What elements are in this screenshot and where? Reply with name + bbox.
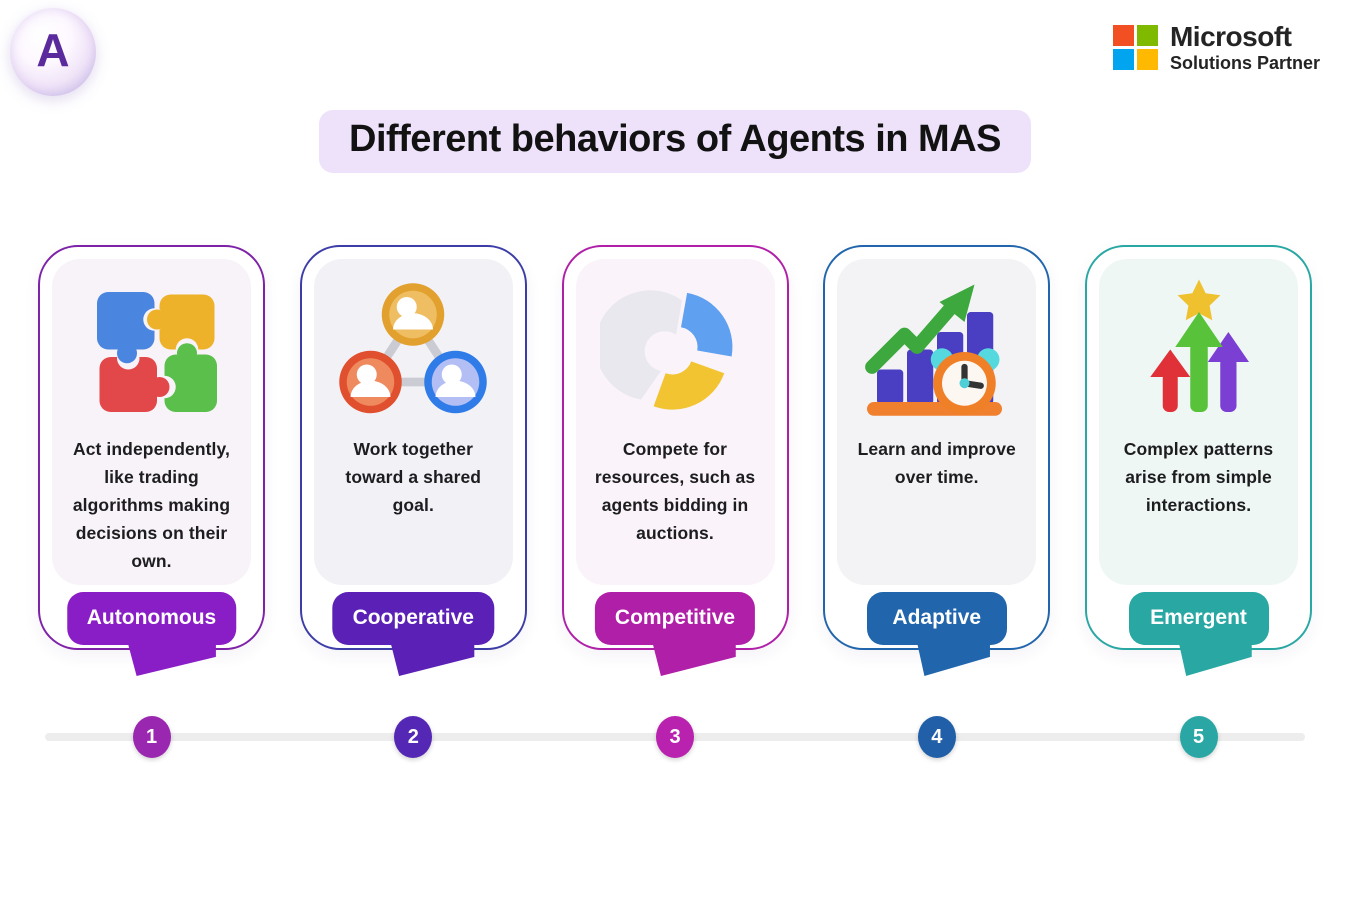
behavior-cards-row: Act independently, like trading algorith… [38,245,1312,650]
step-badge-5: 5 [1179,716,1218,758]
card-cooperative: Work together toward a shared goal. Coop… [299,245,527,650]
step-badge-3: 3 [656,716,694,758]
card-competitive: Compete for resources, such as agents bi… [561,245,789,650]
solutions-partner-label: Solutions Partner [1169,52,1320,73]
page-title: Different behaviors of Agents in MAS [319,110,1031,173]
card-autonomous: Act independently, like trading algorith… [38,245,265,650]
card-label-autonomous: Autonomous [66,592,237,645]
card-panel: Learn and improve over time. [837,259,1037,585]
card-description: Work together toward a shared goal. [345,439,482,515]
growth-chart-clock-icon [837,259,1036,431]
card-frame: Learn and improve over time. Adaptive [823,245,1051,650]
card-frame: Complex patterns arise from simple inter… [1085,245,1312,650]
card-label-emergent: Emergent [1128,592,1269,645]
card-panel: Act independently, like trading algorith… [52,259,251,585]
donut-chart-icon [576,259,775,431]
microsoft-partner-logo: Microsoft Solutions Partner [1112,21,1320,74]
card-emergent: Complex patterns arise from simple inter… [1085,245,1312,650]
step-badge-1: 1 [132,716,171,758]
company-bubble-logo: A [10,8,96,96]
card-frame: Compete for resources, such as agents bi… [561,245,789,650]
puzzle-icon [52,259,251,431]
card-description: Act independently, like trading algorith… [72,439,231,571]
card-description: Compete for resources, such as agents bi… [594,439,756,543]
step-badge-4: 4 [917,716,956,758]
ms-square [1112,49,1134,71]
logo-letter: A [36,24,70,76]
ms-square [1136,25,1158,47]
step-badge-2: 2 [394,716,433,758]
ms-square [1112,25,1134,47]
timeline-steps: 1 2 3 4 5 [38,716,1312,758]
card-adaptive: Learn and improve over time. Adaptive [823,245,1051,650]
card-panel: Complex patterns arise from simple inter… [1099,259,1298,585]
microsoft-squares-icon [1112,25,1158,71]
card-label-adaptive: Adaptive [866,592,1007,645]
card-description: Complex patterns arise from simple inter… [1123,439,1274,515]
team-network-icon [314,259,513,431]
ms-square [1136,49,1158,71]
card-label-cooperative: Cooperative [332,592,494,645]
card-panel: Work together toward a shared goal. [313,259,513,585]
card-frame: Act independently, like trading algorith… [38,245,265,650]
microsoft-wordmark: Microsoft [1169,21,1292,52]
card-description: Learn and improve over time. [857,439,1016,487]
card-panel: Compete for resources, such as agents bi… [575,259,775,585]
card-frame: Work together toward a shared goal. Coop… [299,245,527,650]
rising-arrows-star-icon [1099,259,1298,431]
card-label-competitive: Competitive [594,592,756,645]
